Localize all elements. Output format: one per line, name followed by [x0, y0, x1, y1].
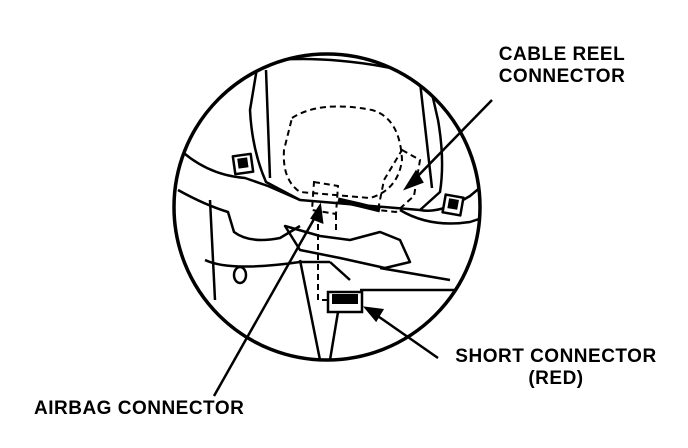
harness-wire [337, 197, 381, 213]
cable-reel-leader [411, 99, 493, 183]
right-button-shadow [447, 198, 459, 210]
mount-hole [232, 265, 248, 285]
short-connector-label: SHORT CONNECTOR (RED) [438, 346, 674, 390]
cable-reel-label: CABLE REEL CONNECTOR [478, 44, 646, 88]
short-connector-arrowhead [363, 306, 385, 323]
wheel-rim-left-2 [177, 188, 301, 242]
short-connector-shading [332, 294, 358, 304]
detail-circle [172, 52, 482, 362]
column-housing [283, 224, 412, 270]
airbag-arrowhead [310, 202, 324, 224]
cable-reel-connector-hidden [376, 148, 422, 214]
airbag-connector-label: AIRBAG CONNECTOR [34, 398, 245, 419]
column-lower [204, 258, 460, 292]
wheel-rim-right-2 [399, 208, 480, 225]
cable-reel-arrowhead [402, 169, 424, 191]
airbag-connector-hidden [310, 180, 340, 216]
airbag-module-hidden [282, 105, 404, 200]
short-connector-leader [371, 310, 439, 360]
short-connector-label-line1: SHORT CONNECTOR [455, 346, 657, 367]
column-side [208, 199, 342, 360]
cable-reel-label-line2: CONNECTOR [498, 66, 626, 87]
cable-reel-label-line1: CABLE REEL [498, 44, 626, 65]
wheel-cover-inner [264, 69, 434, 189]
left-button-shadow [237, 157, 249, 169]
wheel-cover [248, 57, 444, 212]
airbag-leader [212, 211, 320, 397]
short-connector-label-line2: (RED) [528, 368, 584, 389]
